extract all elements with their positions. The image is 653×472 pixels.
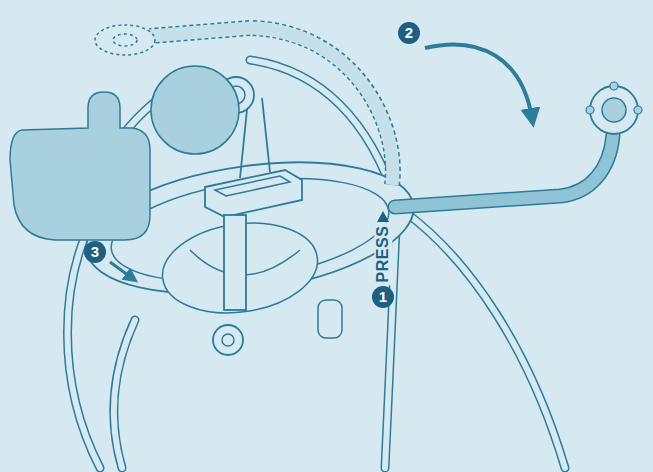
head-support [151,66,239,154]
hub [222,334,234,346]
leg [405,212,565,468]
leg [114,320,135,468]
toy-bar-old [150,28,393,185]
toy-old [95,25,155,55]
foot [318,300,342,338]
seat-pad [10,92,150,240]
callout-number: 2 [398,22,420,44]
toy [590,86,638,134]
toy [602,98,626,122]
toy-old [113,34,137,46]
legs [68,60,566,468]
rotate-arrow [425,44,532,118]
toy-bead [586,106,594,114]
instruction-text: PRESS [374,223,392,286]
callout-number: 3 [84,241,106,263]
toy-bar-old [150,28,393,185]
seat-bowl [157,214,324,323]
support-post [224,215,246,310]
motor-housing [205,170,302,217]
toy-bead [610,82,618,90]
hub [213,325,243,355]
toy-bar [395,135,613,207]
toy-bar [395,135,613,207]
control-panel [215,176,290,196]
toy-bead [634,106,642,114]
callout-number: 1 [372,286,394,308]
direction-arrow [110,262,132,278]
leg [405,212,565,468]
press-arrow [377,211,389,222]
leg [114,320,135,468]
